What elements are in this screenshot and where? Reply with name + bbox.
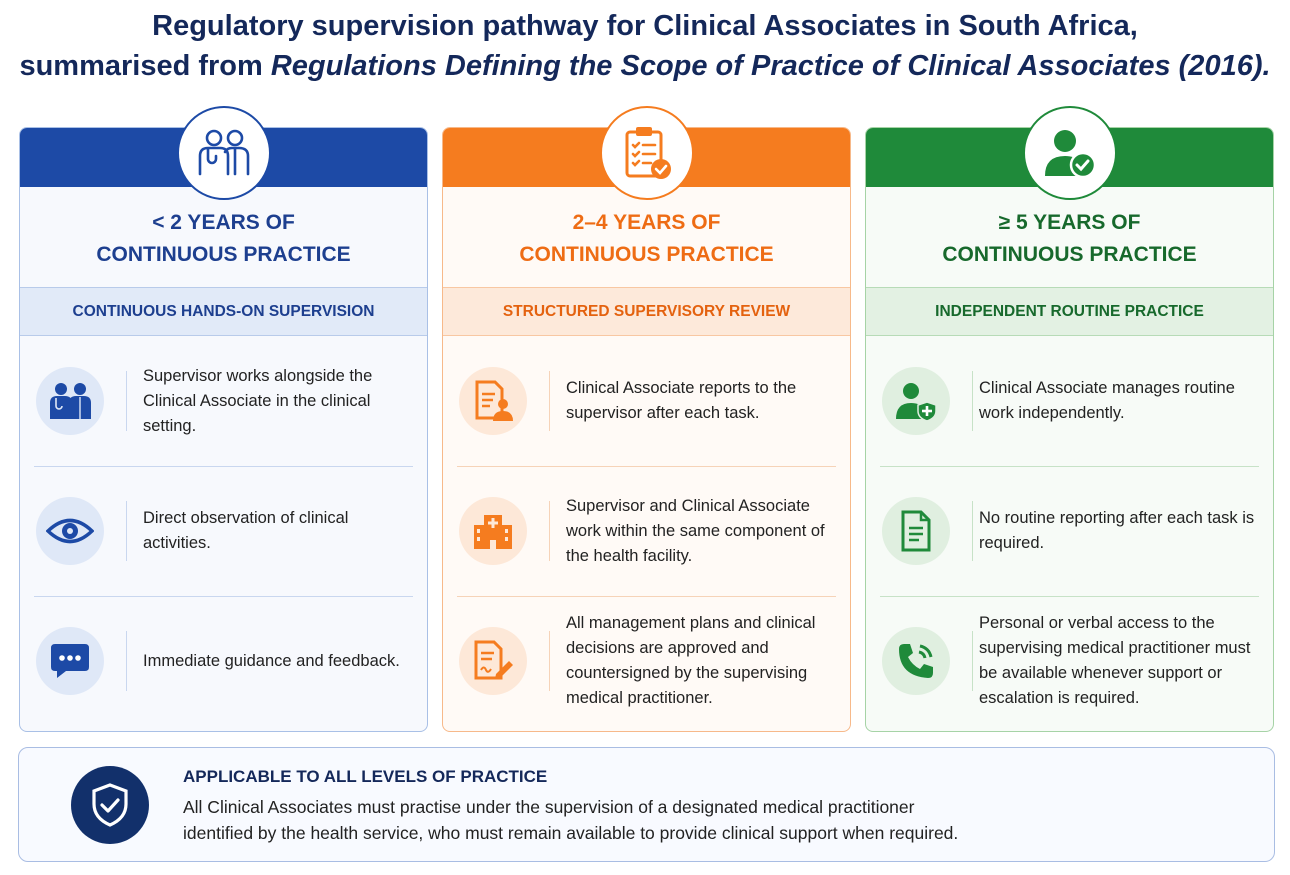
title-line-2: summarised from Regulations Defining the… [0, 46, 1290, 86]
list-item: Personal or verbal access to the supervi… [866, 596, 1273, 726]
column-under-2-years: < 2 YEARS OF CONTINUOUS PRACTICE CONTINU… [19, 127, 428, 732]
phone-icon [882, 627, 950, 695]
document-sign-icon [459, 627, 527, 695]
years-line-2: CONTINUOUS PRACTICE [96, 243, 351, 266]
years-heading: ≥ 5 YEARS OF CONTINUOUS PRACTICE [866, 187, 1273, 287]
footer-text-line-1: All Clinical Associates must practise un… [183, 797, 915, 817]
document-icon [882, 497, 950, 565]
footer-panel: APPLICABLE TO ALL LEVELS OF PRACTICE All… [18, 747, 1275, 862]
item-divider [126, 631, 127, 691]
item-text: Supervisor works alongside the Clinical … [143, 366, 373, 435]
item-divider [549, 501, 550, 561]
footer-text: All Clinical Associates must practise un… [183, 794, 958, 846]
item-text: No routine reporting after each task is … [979, 509, 1255, 552]
list-item: All management plans and clinical decisi… [443, 596, 850, 726]
item-text: Personal or verbal access to the supervi… [979, 614, 1251, 707]
item-divider [972, 631, 973, 691]
years-line-2: CONTINUOUS PRACTICE [942, 243, 1197, 266]
person-shield-icon [882, 367, 950, 435]
report-person-icon [459, 367, 527, 435]
supervision-subheading: CONTINUOUS HANDS-ON SUPERVISION [20, 287, 427, 336]
item-divider [549, 631, 550, 691]
chat-bubble-icon [36, 627, 104, 695]
item-divider [972, 501, 973, 561]
list-item: Immediate guidance and feedback. [20, 596, 427, 726]
footer-text-line-2: identified by the health service, who mu… [183, 823, 959, 843]
item-divider [126, 371, 127, 431]
title-regulation-name: Regulations Defining the Scope of Practi… [270, 50, 1271, 82]
person-check-icon [1023, 106, 1117, 200]
page-title: Regulatory supervision pathway for Clini… [0, 6, 1290, 86]
list-item: Supervisor and Clinical Associate work w… [443, 466, 850, 596]
item-divider [549, 371, 550, 431]
shield-check-icon [71, 766, 149, 844]
item-text: Immediate guidance and feedback. [143, 651, 400, 670]
eye-icon [36, 497, 104, 565]
item-divider [126, 501, 127, 561]
hospital-icon [459, 497, 527, 565]
column-2-to-4-years: 2–4 YEARS OF CONTINUOUS PRACTICE STRUCTU… [442, 127, 851, 732]
list-item: No routine reporting after each task is … [866, 466, 1273, 596]
years-heading: < 2 YEARS OF CONTINUOUS PRACTICE [20, 187, 427, 287]
list-item: Direct observation of clinical activitie… [20, 466, 427, 596]
item-text: All management plans and clinical decisi… [566, 614, 816, 707]
supervision-subheading: STRUCTURED SUPERVISORY REVIEW [443, 287, 850, 336]
years-heading: 2–4 YEARS OF CONTINUOUS PRACTICE [443, 187, 850, 287]
years-line-2: CONTINUOUS PRACTICE [519, 243, 774, 266]
item-text: Direct observation of clinical activitie… [143, 509, 349, 552]
years-line-1: < 2 YEARS OF [152, 211, 295, 234]
supervision-subheading: INDEPENDENT ROUTINE PRACTICE [866, 287, 1273, 336]
column-5-plus-years: ≥ 5 YEARS OF CONTINUOUS PRACTICE INDEPEN… [865, 127, 1274, 732]
two-people-icon [177, 106, 271, 200]
clipboard-check-icon [600, 106, 694, 200]
item-text: Supervisor and Clinical Associate work w… [566, 496, 825, 565]
title-line-2-prefix: summarised from [19, 50, 271, 82]
list-item: Clinical Associate reports to the superv… [443, 336, 850, 466]
item-divider [972, 371, 973, 431]
title-line-1: Regulatory supervision pathway for Clini… [152, 10, 1138, 42]
item-text: Clinical Associate manages routine work … [979, 379, 1235, 422]
clinicians-icon [36, 367, 104, 435]
item-text: Clinical Associate reports to the superv… [566, 379, 797, 422]
list-item: Supervisor works alongside the Clinical … [20, 336, 427, 466]
footer-title: APPLICABLE TO ALL LEVELS OF PRACTICE [183, 767, 548, 786]
years-line-1: 2–4 YEARS OF [572, 211, 721, 234]
list-item: Clinical Associate manages routine work … [866, 336, 1273, 466]
years-line-1: ≥ 5 YEARS OF [998, 211, 1141, 234]
